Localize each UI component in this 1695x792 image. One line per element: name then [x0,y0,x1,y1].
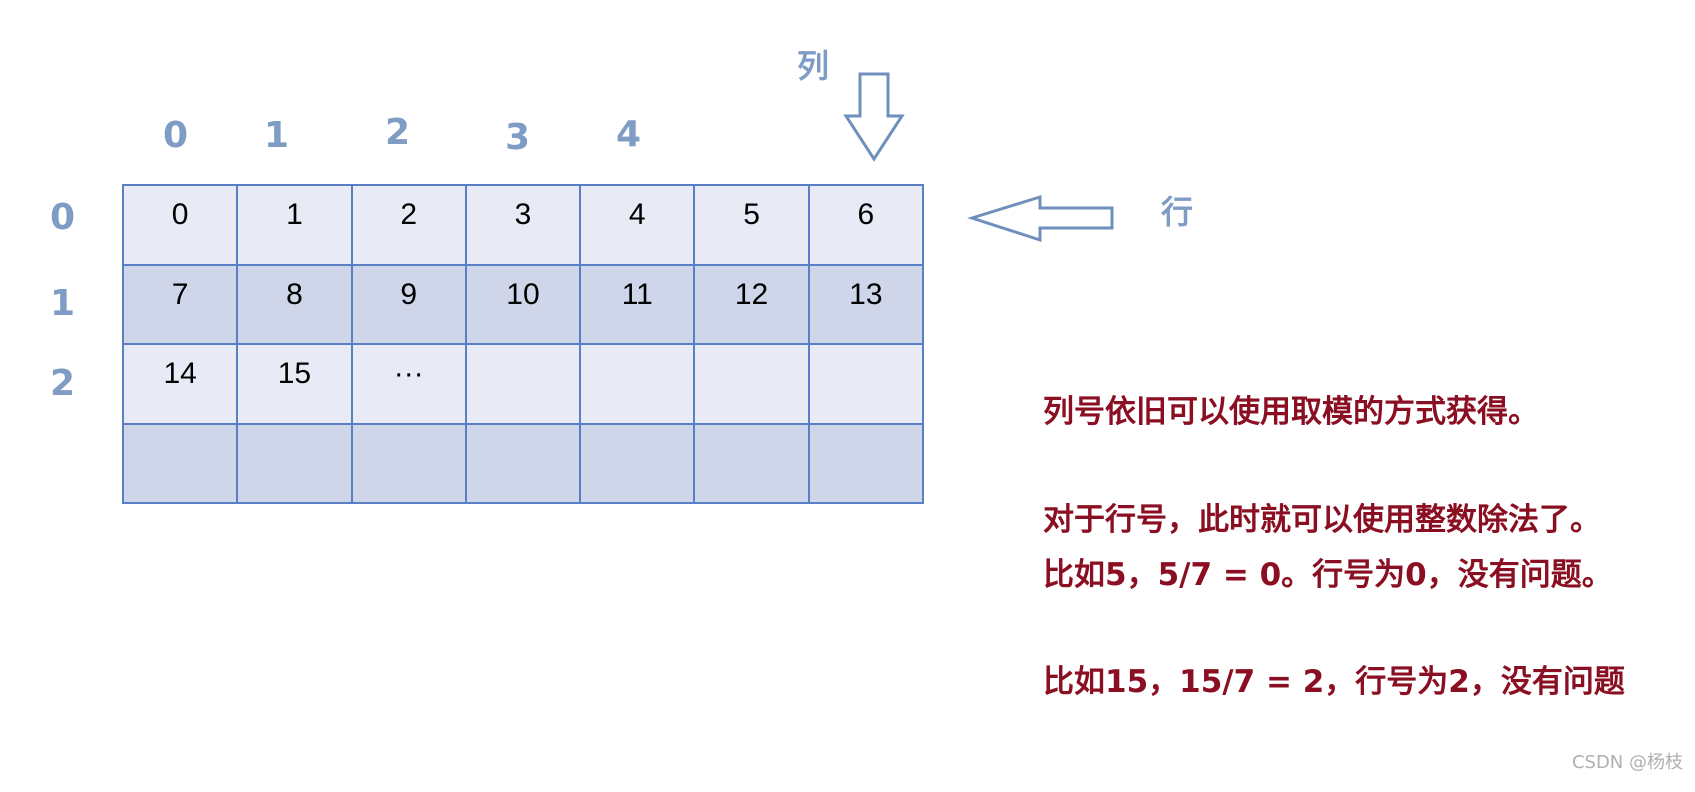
grid-row [121,422,925,504]
grid-cell: 4 [579,184,696,266]
grid-cell: 9 [350,263,467,345]
grid-cell: 7 [121,263,239,345]
column-index-1: 1 [264,115,290,156]
grid-cell: ··· [350,343,467,425]
column-index-3: 3 [505,117,531,158]
grid-cell [464,343,582,425]
grid-cell: 8 [236,263,353,345]
row-index-1: 1 [50,283,76,324]
grid-cell [807,343,925,425]
row-index-0: 0 [50,197,76,238]
down-arrow-icon [843,72,905,162]
explanation-line-1: 列号依旧可以使用取模的方式获得。 [1043,394,1539,430]
grid-cell: 6 [807,184,925,266]
watermark: CSDN @杨枝 [1571,752,1683,773]
grid-cell: 5 [693,184,810,266]
grid-row: 14 15 ··· [121,343,925,425]
grid-cell [693,343,810,425]
grid-cell: 13 [807,263,925,345]
grid-cell: 1 [236,184,353,266]
grid-cell [693,422,810,504]
row-axis-label: 行 [1161,193,1194,231]
grid-row: 7 8 9 10 11 12 13 [121,263,925,345]
row-index-2: 2 [50,363,76,404]
grid-cell: 15 [236,343,353,425]
grid-cell: 0 [121,184,239,266]
grid-cell: 12 [693,263,810,345]
explanation-line-2: 对于行号，此时就可以使用整数除法了。 [1043,502,1601,538]
grid-row: 0 1 2 3 4 5 6 [121,184,925,266]
grid-cell: 3 [464,184,582,266]
grid-cell [807,422,925,504]
index-grid: 0 1 2 3 4 5 6 7 8 9 10 11 12 13 14 15 ··… [121,184,925,504]
grid-cell [236,422,353,504]
grid-cell: 11 [579,263,696,345]
column-index-0: 0 [163,115,189,156]
grid-cell [579,422,696,504]
explanation-line-3: 比如5，5/7 = 0。行号为0，没有问题。 [1043,557,1613,593]
grid-cell: 10 [464,263,582,345]
grid-cell: 14 [121,343,239,425]
explanation-line-4: 比如15，15/7 = 2，行号为2，没有问题 [1043,664,1625,700]
grid-cell [121,422,239,504]
grid-cell [579,343,696,425]
column-axis-label: 列 [797,47,830,85]
left-arrow-icon [967,194,1114,243]
column-index-4: 4 [616,114,642,155]
grid-cell: 2 [350,184,467,266]
column-index-2: 2 [385,112,411,153]
grid-cell [464,422,582,504]
grid-cell [350,422,467,504]
